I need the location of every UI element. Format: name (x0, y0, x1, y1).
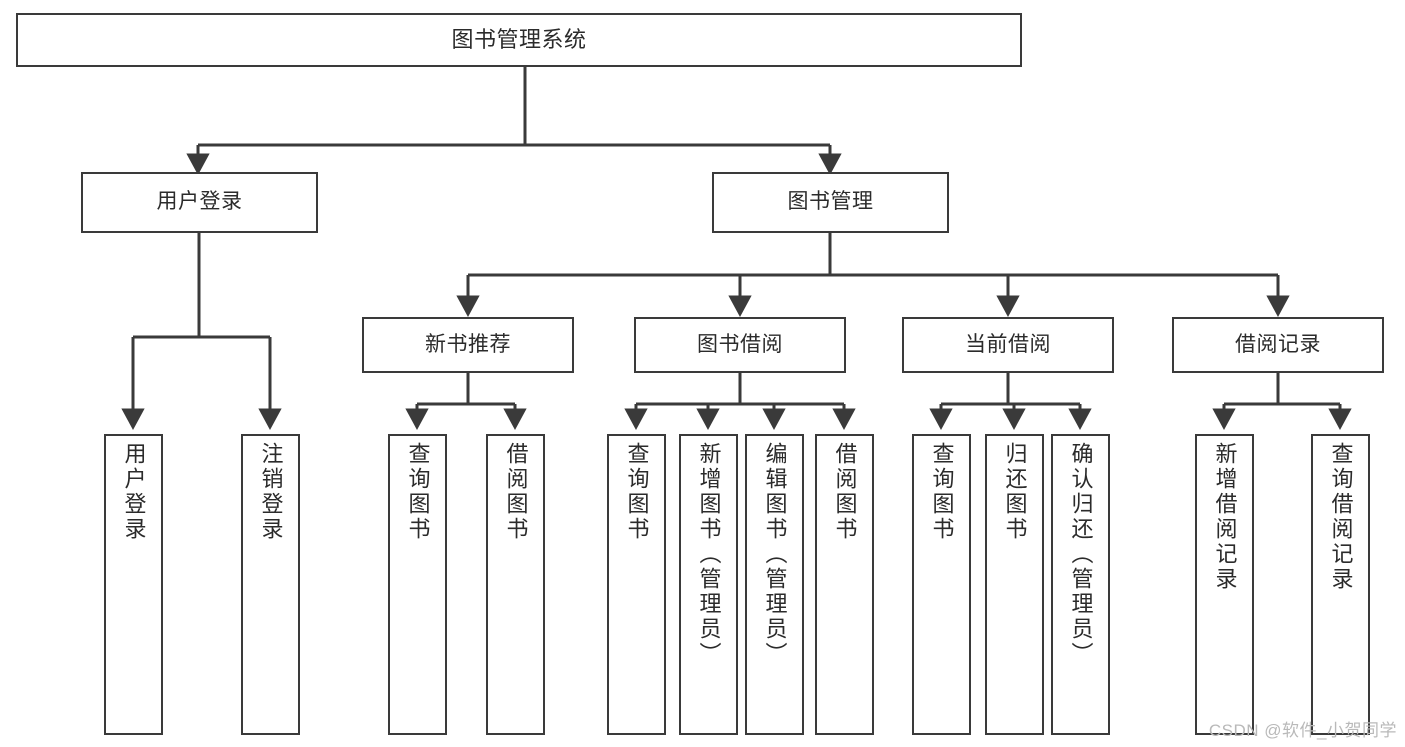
leaf-borrow-books-recommend[interactable]: 借阅图书 (486, 434, 545, 735)
node-label: 确认归还（管理员） (1068, 442, 1094, 667)
node-label: 查询图书 (624, 442, 650, 542)
leaf-confirm-return-admin[interactable]: 确认归还（管理员） (1051, 434, 1110, 735)
leaf-logout[interactable]: 注销登录 (241, 434, 300, 735)
leaf-borrow-books[interactable]: 借阅图书 (815, 434, 874, 735)
node-borrowing-records[interactable]: 借阅记录 (1172, 317, 1384, 373)
node-label: 归还图书 (1002, 442, 1028, 542)
node-label: 借阅记录 (1235, 332, 1321, 356)
leaf-query-books-recommend[interactable]: 查询图书 (388, 434, 447, 735)
leaf-query-books-borrowing[interactable]: 查询图书 (607, 434, 666, 735)
node-user-login[interactable]: 用户登录 (81, 172, 318, 233)
node-new-book-recommendation[interactable]: 新书推荐 (362, 317, 574, 373)
node-label: 用户登录 (121, 442, 147, 542)
node-label: 新增图书（管理员） (696, 442, 722, 667)
node-current-borrowing[interactable]: 当前借阅 (902, 317, 1114, 373)
node-label: 图书管理系统 (451, 27, 587, 53)
leaf-add-book-admin[interactable]: 新增图书（管理员） (679, 434, 738, 735)
leaf-user-login[interactable]: 用户登录 (104, 434, 163, 735)
leaf-return-books[interactable]: 归还图书 (985, 434, 1044, 735)
node-label: 查询图书 (929, 442, 955, 542)
node-label: 当前借阅 (965, 332, 1051, 356)
node-label: 查询图书 (405, 442, 431, 542)
node-label: 新书推荐 (425, 332, 511, 356)
node-label: 用户登录 (156, 190, 243, 214)
node-book-borrowing[interactable]: 图书借阅 (634, 317, 846, 373)
node-label: 图书借阅 (697, 332, 783, 356)
node-label: 借阅图书 (503, 442, 529, 542)
node-label: 图书管理 (787, 190, 874, 214)
node-book-management[interactable]: 图书管理 (712, 172, 949, 233)
node-label: 注销登录 (258, 442, 284, 542)
node-label: 新增借阅记录 (1212, 442, 1238, 592)
watermark-text: CSDN @软件_小贺同学 (1208, 721, 1397, 740)
leaf-edit-book-admin[interactable]: 编辑图书（管理员） (745, 434, 804, 735)
leaf-query-books-current[interactable]: 查询图书 (912, 434, 971, 735)
leaf-query-borrowing-record[interactable]: 查询借阅记录 (1311, 434, 1370, 735)
node-label: 查询借阅记录 (1328, 442, 1354, 592)
node-label: 编辑图书（管理员） (762, 442, 788, 667)
leaf-add-borrowing-record[interactable]: 新增借阅记录 (1195, 434, 1254, 735)
node-label: 借阅图书 (832, 442, 858, 542)
node-root-book-management-system[interactable]: 图书管理系统 (16, 13, 1022, 67)
